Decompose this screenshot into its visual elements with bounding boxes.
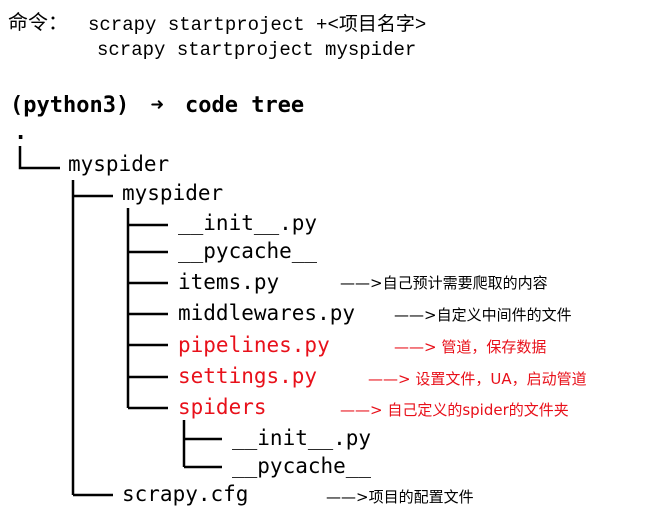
tree-root-folder: myspider <box>68 152 170 176</box>
prompt-command: code tree <box>184 93 305 118</box>
prompt-arrow-icon: ➜ <box>150 93 164 118</box>
note-settings: ——> 设置文件，UA，启动管道 <box>368 370 587 388</box>
tree-file-settings: settings.py <box>178 364 318 388</box>
tree-spiders-init: __init__.py <box>232 426 372 450</box>
tree-folder-spiders: spiders <box>178 395 267 419</box>
note-spiders: ——> 自己定义的spider的文件夹 <box>340 401 569 419</box>
command-label: 命令： <box>8 10 68 34</box>
tree-file-pipelines: pipelines.py <box>178 333 330 357</box>
tree-file-cfg: scrapy.cfg <box>122 482 249 506</box>
note-items: ——>自己预计需要爬取的内容 <box>340 274 548 292</box>
tree-file-init: __init__.py <box>178 211 318 235</box>
tree-package-folder: myspider <box>122 181 224 205</box>
tree-root-dot: . <box>14 120 28 145</box>
terminal-prompt: (python3) ➜ code tree <box>10 93 304 118</box>
prompt-env: (python3) <box>10 93 130 118</box>
tree-folder-pycache: __pycache__ <box>178 239 318 263</box>
tree-file-middlewares: middlewares.py <box>178 301 356 325</box>
tree-spiders-pycache: __pycache__ <box>232 454 372 478</box>
command-syntax: scrapy startproject +<项目名字> <box>88 14 427 36</box>
note-cfg: ——>项目的配置文件 <box>326 488 474 506</box>
tree-file-items: items.py <box>178 270 280 294</box>
note-pipelines: ——> 管道，保存数据 <box>394 338 547 356</box>
connector-root <box>18 146 60 170</box>
note-middlewares: ——>自定义中间件的文件 <box>394 306 572 324</box>
command-example: scrapy startproject myspider <box>97 39 417 61</box>
